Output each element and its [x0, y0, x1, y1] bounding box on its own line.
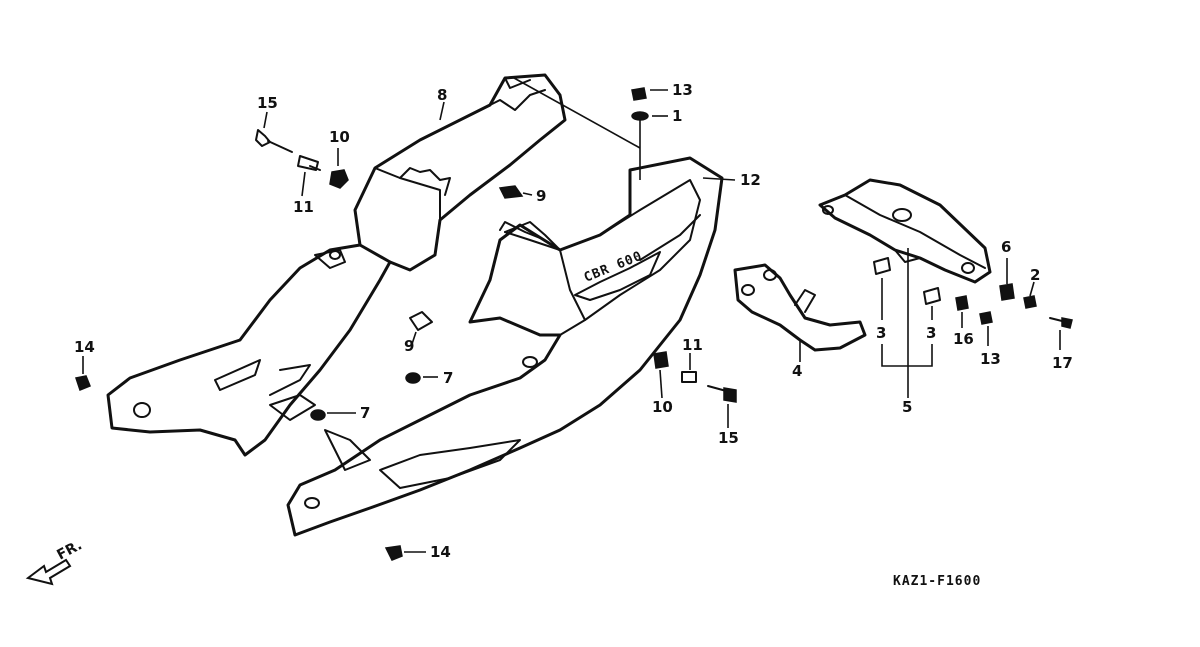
nut-icon [999, 283, 1015, 301]
clip-icon [498, 185, 524, 199]
screw-icon [297, 155, 321, 171]
callout-9b: 9 [404, 337, 414, 355]
callout-5: 5 [902, 398, 912, 416]
callout-1: 1 [672, 107, 682, 125]
callout-15b: 15 [718, 429, 739, 447]
bracket-part-4 [733, 263, 867, 352]
diagram-code: KAZ1-F1600 [893, 574, 981, 589]
callout-10a: 10 [329, 128, 350, 146]
callout-16: 16 [953, 330, 974, 348]
callout-2: 2 [1030, 266, 1040, 284]
callouts: 1 2 3 3 4 5 6 7 7 8 9 9 10 10 11 11 12 1… [74, 81, 1073, 561]
callout-17: 17 [1052, 354, 1073, 372]
washer-icon [631, 111, 649, 121]
side-cowl-left [106, 243, 392, 457]
front-direction-indicator: FR. [25, 537, 85, 586]
nut-icon [653, 351, 669, 369]
rear-cowl-part-12: CBR 600 [286, 156, 724, 537]
arrow-icon [25, 558, 72, 586]
bolt-icon [255, 129, 293, 153]
grommet-icon [310, 409, 326, 421]
direction-label: FR. [54, 537, 84, 563]
screw-icon [384, 545, 403, 561]
nut-icon [1023, 295, 1037, 309]
screw-icon [681, 371, 697, 383]
pad-icon [923, 287, 941, 305]
bracket-part-5 [818, 178, 992, 284]
callout-13b: 13 [980, 350, 1001, 368]
collar-icon [955, 295, 969, 311]
clip-icon [409, 311, 433, 331]
fasteners [75, 87, 1073, 561]
callout-11a: 11 [293, 198, 314, 216]
callout-14b: 14 [430, 543, 451, 561]
callout-3a: 3 [876, 324, 886, 342]
callout-13a: 13 [672, 81, 693, 99]
screw-icon [75, 375, 91, 391]
callout-15a: 15 [257, 94, 278, 112]
nut-icon [979, 311, 993, 325]
callout-14a: 14 [74, 338, 95, 356]
callout-3b: 3 [926, 324, 936, 342]
callout-7a: 7 [443, 369, 453, 387]
callout-8: 8 [437, 86, 447, 104]
nut-icon [329, 169, 349, 189]
callout-12: 12 [740, 171, 761, 189]
callout-7b: 7 [360, 404, 370, 422]
callout-10b: 10 [652, 398, 673, 416]
leader-lines [82, 77, 1061, 553]
callout-4: 4 [792, 362, 802, 380]
seat-cowl-part-8 [353, 73, 567, 272]
callout-9a: 9 [536, 187, 546, 205]
svg-text:CBR 600: CBR 600 [582, 249, 645, 286]
nut-icon [631, 87, 647, 101]
bolt-icon [1049, 317, 1073, 329]
grommet-icon [405, 372, 421, 384]
callout-11b: 11 [682, 336, 703, 354]
pad-icon [873, 257, 891, 275]
bolt-icon [707, 385, 737, 403]
callout-6: 6 [1001, 238, 1011, 256]
